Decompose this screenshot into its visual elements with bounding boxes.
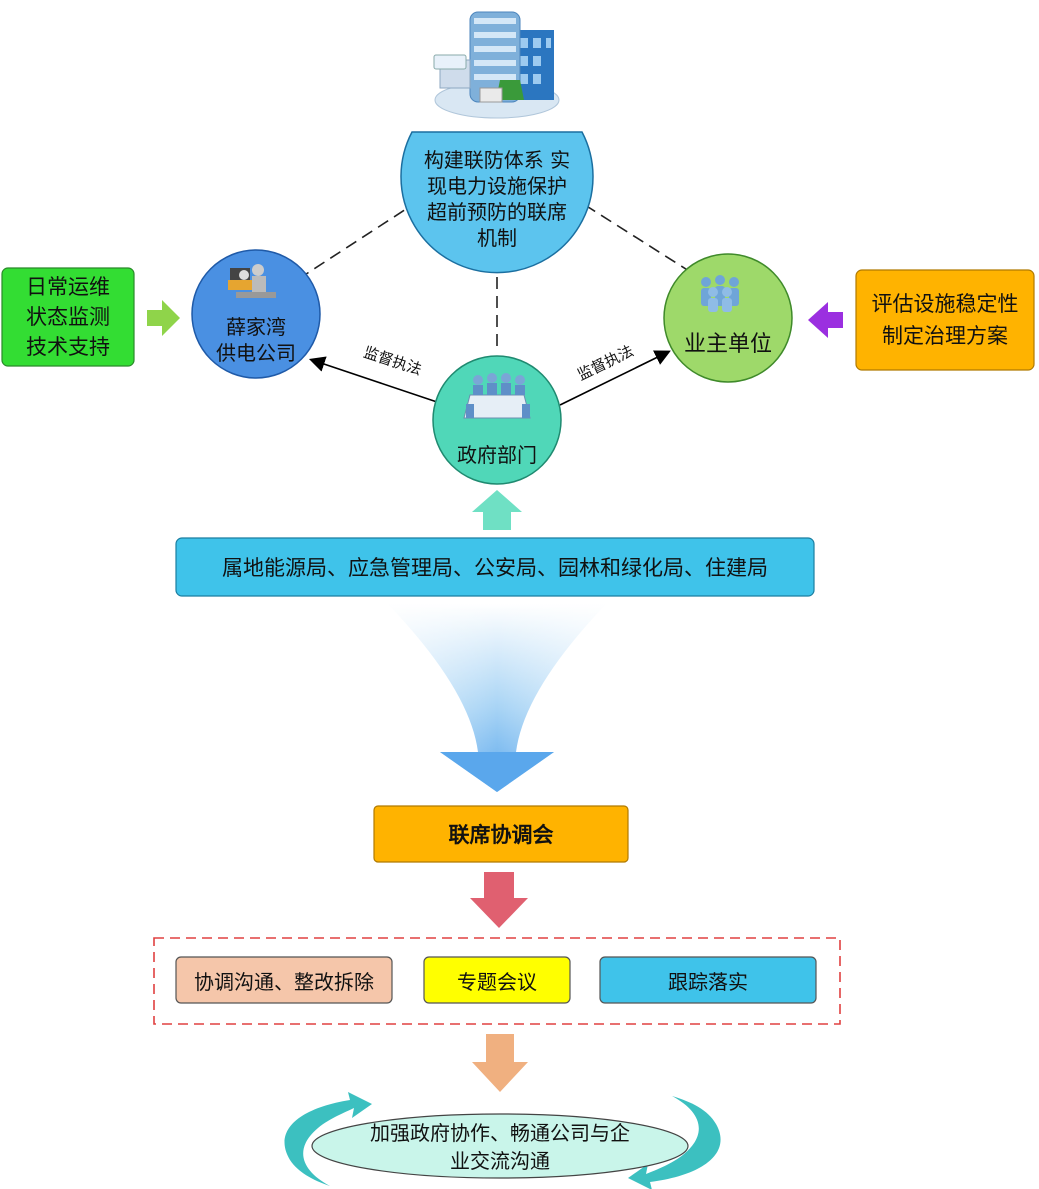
people-computer-icon xyxy=(228,264,276,298)
meeting-table-icon xyxy=(463,373,531,419)
link-top-right xyxy=(584,204,701,279)
left-node-label: 薛家湾 供电公司 xyxy=(200,310,312,370)
funnel-arrow-icon xyxy=(388,604,606,792)
action-3-label: 跟踪落实 xyxy=(668,969,748,994)
arrow-gov-to-power xyxy=(308,356,441,404)
purple-arrow-icon xyxy=(808,302,843,338)
center-node-shape xyxy=(432,355,562,485)
agencies-box-shape xyxy=(175,537,815,597)
top-node-line-4: 机制 xyxy=(477,226,517,250)
office-building-icon xyxy=(433,11,560,119)
left-node-line-2: 供电公司 xyxy=(216,341,296,365)
red-down-arrow-icon xyxy=(470,872,528,928)
result-line-2: 业交流沟通 xyxy=(450,1149,550,1173)
dashed-links xyxy=(299,199,701,352)
cycle-arrows-icon xyxy=(284,1092,721,1189)
meeting-box-label: 联席协调会 xyxy=(448,823,554,847)
action-box-3-shape xyxy=(599,956,817,1004)
right-side-box-label: 评估设施稳定性 制定治理方案 xyxy=(856,270,1034,370)
action-box-2-shape xyxy=(423,956,571,1004)
left-side-line-3: 技术支持 xyxy=(26,335,110,359)
actions-dashed-frame xyxy=(153,937,841,1025)
right-node-shape xyxy=(663,253,793,383)
left-side-box-label: 日常运维 状态监测 技术支持 xyxy=(2,268,134,366)
agencies-box-label: 属地能源局、应急管理局、公安局、园林和绿化局、住建局 xyxy=(222,556,768,580)
peach-down-arrow-icon xyxy=(472,1034,528,1092)
action-box-1-shape xyxy=(175,956,393,1004)
top-node-shape xyxy=(400,131,594,274)
center-node-label: 政府部门 xyxy=(457,442,537,467)
top-node-line-2: 现电力设施保护 xyxy=(427,174,567,198)
right-node-label: 业主单位 xyxy=(683,332,772,357)
right-side-box-shape xyxy=(855,269,1035,371)
action-1-label: 协调沟通、整改拆除 xyxy=(194,969,374,994)
left-node-shape xyxy=(191,249,321,379)
teal-up-arrow-icon xyxy=(472,490,522,530)
right-side-line-2: 制定治理方案 xyxy=(882,324,1008,348)
result-label: 加强政府协作、畅通公司与企 业交流沟通 xyxy=(320,1116,680,1178)
result-line-1: 加强政府协作、畅通公司与企 xyxy=(370,1121,630,1145)
link-top-left xyxy=(299,199,421,279)
arrow-gov-to-owner xyxy=(559,350,671,406)
top-node-line-1: 构建联防体系 实 xyxy=(423,148,571,172)
top-node-line-3: 超前预防的联席 xyxy=(427,200,567,224)
right-side-line-1: 评估设施稳定性 xyxy=(871,292,1019,316)
left-side-line-2: 状态监测 xyxy=(26,305,110,329)
action-2-label: 专题会议 xyxy=(457,969,537,994)
meeting-box-shape xyxy=(373,805,629,863)
green-arrow-icon xyxy=(147,300,180,336)
left-side-box-shape xyxy=(1,267,135,367)
result-ellipse-shape xyxy=(311,1113,689,1179)
left-side-line-1: 日常运维 xyxy=(26,275,110,299)
group-people-icon xyxy=(701,275,739,312)
top-node-label: 构建联防体系 实 现电力设施保护 超前预防的联席 机制 xyxy=(404,140,590,258)
left-node-line-1: 薛家湾 xyxy=(226,315,286,339)
